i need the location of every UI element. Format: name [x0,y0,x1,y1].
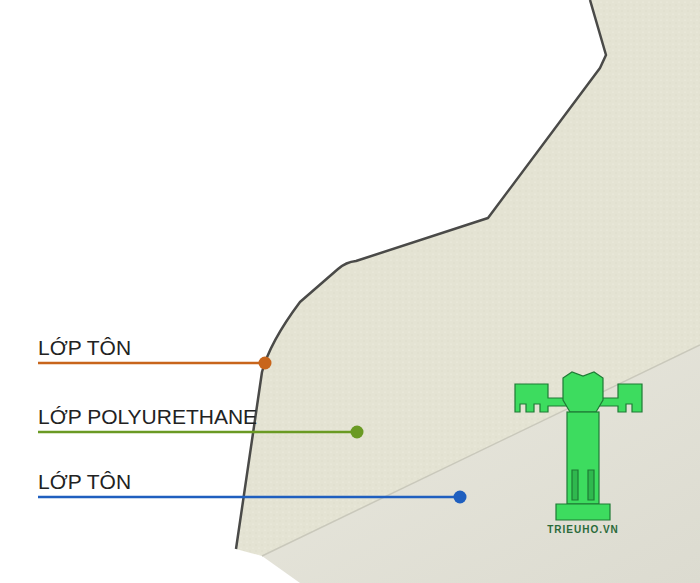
part-name: LỚP TÔN [38,469,131,494]
leader-dot [351,426,364,439]
leader-line [38,496,455,499]
part-name: LỚP TÔN [38,335,131,360]
polyurethane-core [236,0,700,556]
tiger-logo [515,372,642,520]
upper-steel-sheet [236,0,606,549]
leader-line [38,431,352,434]
leader-dot [259,357,272,370]
leader-dot [454,491,467,504]
watermark: TRIEUHO.VN [547,524,619,536]
leader-line [38,362,260,365]
sheet-edge [262,345,700,556]
part-name: LỚP POLYURETHANE [38,404,257,429]
